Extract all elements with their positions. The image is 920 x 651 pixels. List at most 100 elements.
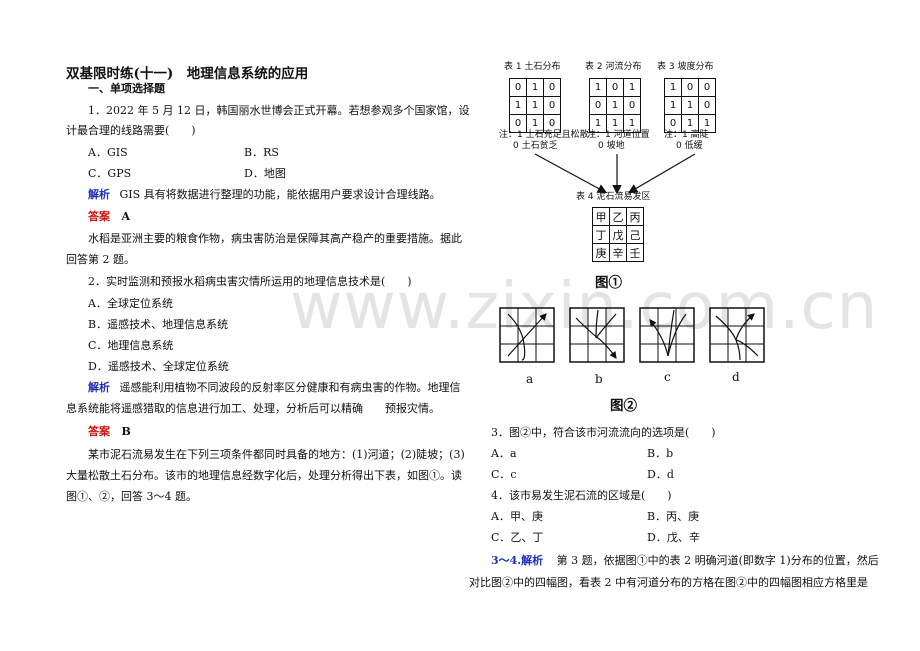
fig2-panels: [499, 307, 765, 363]
table4-title: 表 4 泥石流易发区: [576, 192, 651, 202]
table3-note1: 注：1 高陡: [664, 130, 709, 140]
q34-explanation-line1: 第 3 题，依据图①中的表 2 明确河道(即数字 1)分布的位置，然后: [556, 554, 879, 567]
para3-line3: 图①、②，回答 3～4 题。: [66, 490, 197, 503]
cell: 庚: [592, 243, 610, 262]
cell: 1: [509, 96, 527, 115]
fig2-label: 图②: [610, 398, 637, 414]
q1-option-c: C．GPS: [88, 167, 132, 180]
q1-option-b: B．RS: [244, 146, 279, 159]
q3-line: 3．图②中，符合该市河流流向的选项是( ): [491, 426, 716, 439]
cell: 0: [543, 114, 561, 133]
arrow-line: [627, 153, 696, 194]
q1-explanation-label: 解析: [88, 188, 110, 201]
table3-title: 表 3 坡度分布: [657, 62, 714, 72]
q2-explanation-line2: 息系统能将遥感猎取的信息进行加工、处理，分析后可以精确 预报灾情。: [66, 402, 440, 415]
q1-explanation: GIS 具有将数据进行整理的功能，能依据用户要求设计合理线路。: [119, 188, 441, 201]
q2-line1: 2．实时监测和预报水稻病虫害灾情所运用的地理信息技术是( ): [88, 275, 412, 288]
table1-note1: 注：1 土石充足且松散: [499, 130, 589, 140]
cell: 1: [623, 114, 641, 133]
cell: 0: [589, 96, 607, 115]
panel-c: [639, 307, 695, 363]
q4-option-d: D．戊、辛: [647, 531, 700, 544]
q1-line2: 计最合理的线路需要( ): [66, 124, 196, 137]
watermark: www.zixin.com.cn: [290, 270, 879, 344]
cell: 0: [509, 114, 527, 133]
fig2-panel-label-b: b: [595, 372, 603, 386]
q2-option-d: D．遥感技术、全球定位系统: [88, 360, 229, 373]
cell: 1: [681, 96, 699, 115]
q2-explanation-line1: 遥感能利用植物不同波段的反射率区分健康和有病虫害的作物。地理信: [119, 381, 461, 394]
cell: 1: [623, 78, 641, 97]
fig2-panel-label-d: d: [732, 370, 740, 384]
table2-title: 表 2 河流分布: [585, 62, 642, 72]
table3-note2: 0 低缓: [676, 141, 703, 151]
q2-answer: B: [121, 425, 131, 438]
cell: 0: [543, 96, 561, 115]
q2-answer-label: 答案: [88, 425, 110, 438]
cell: 1: [606, 96, 624, 115]
q2-option-b: B．遥感技术、地理信息系统: [88, 318, 229, 331]
cell: 1: [589, 78, 607, 97]
cell: 辛: [609, 243, 627, 262]
q1-line1: 1．2022 年 5 月 12 日，韩国丽水世博会正式开幕。若想参观多个国家馆，…: [88, 104, 470, 117]
doc-title: 双基限时练(十一) 地理信息系统的应用: [66, 66, 309, 82]
q34-explanation-label: 3～4.解析: [491, 554, 544, 567]
fig2-panel-label-c: c: [664, 370, 671, 384]
arrow-line: [534, 153, 608, 194]
para2-line1: 水稻是亚洲主要的粮食作物，病虫害防治是保障其高产稳产的重要措施。据此: [88, 232, 462, 245]
para2-line2: 回答第 2 题。: [66, 253, 135, 266]
cell: 0: [698, 96, 716, 115]
cell: 戊: [609, 225, 627, 244]
cell: 0: [509, 78, 527, 97]
cell: 1: [526, 78, 544, 97]
para3-line2: 大量松散土石分布。该市的地理信息经数字化后，处理分析得出下表，如图①。读: [66, 469, 462, 482]
cell: 己: [626, 225, 644, 244]
q4-option-a: A．甲、庚: [491, 510, 543, 523]
q1-option-a: A．GIS: [88, 146, 128, 159]
cell: 0: [623, 96, 641, 115]
table1-note2: 0 土石贫乏: [513, 141, 558, 151]
q3-option-c: C．c: [491, 468, 517, 481]
q1-answer-label: 答案: [88, 210, 110, 223]
section-heading: 一、单项选择题: [88, 82, 165, 95]
table4-grid: 甲乙丙 丁戊己 庚辛壬: [592, 207, 644, 262]
panel-a: [499, 307, 555, 363]
fig1-arrows: [534, 153, 696, 195]
para3-line1: 某市泥石流易发生在下列三项条件都同时具备的地方：(1)河道；(2)陡坡；(3): [88, 448, 465, 461]
q4-line: 4．该市易发生泥石流的区域是( ): [491, 489, 672, 502]
cell: 甲: [592, 207, 610, 226]
q3-option-b: B．b: [647, 447, 674, 460]
fig2-panel-label-a: a: [526, 372, 534, 386]
table2-note2: 0 坡地: [598, 141, 625, 151]
cell: 1: [664, 96, 682, 115]
cell: 乙: [609, 207, 627, 226]
q2-option-c: C．地理信息系统: [88, 339, 174, 352]
panel-b: [569, 307, 625, 363]
q1-option-d: D．地图: [244, 167, 286, 180]
panel-d: [709, 307, 765, 363]
cell: 壬: [626, 243, 644, 262]
fig1-label: 图①: [595, 275, 622, 291]
q3-option-d: D．d: [647, 468, 674, 481]
table1-title: 表 1 土石分布: [504, 62, 561, 72]
q34-explanation-line2: 对比图②中的四幅图，看表 2 中有河道分布的方格在图②中的四幅图相应方格里是: [469, 576, 868, 589]
cell: 1: [664, 78, 682, 97]
table2-note1: 注：1 河道位置: [587, 130, 650, 140]
cell: 丁: [592, 225, 610, 244]
cell: 0: [698, 78, 716, 97]
cell: 1: [526, 96, 544, 115]
q1-answer: A: [121, 210, 131, 223]
q4-option-b: B．丙、庚: [647, 510, 700, 523]
q3-option-a: A．a: [491, 447, 517, 460]
q2-explanation-label: 解析: [88, 381, 110, 394]
cell: 0: [543, 78, 561, 97]
q2-option-a: A．全球定位系统: [88, 297, 173, 310]
q4-option-c: C．乙、丁: [491, 531, 544, 544]
cell: 0: [681, 78, 699, 97]
cell: 1: [698, 114, 716, 133]
cell: 0: [606, 78, 624, 97]
cell: 丙: [626, 207, 644, 226]
